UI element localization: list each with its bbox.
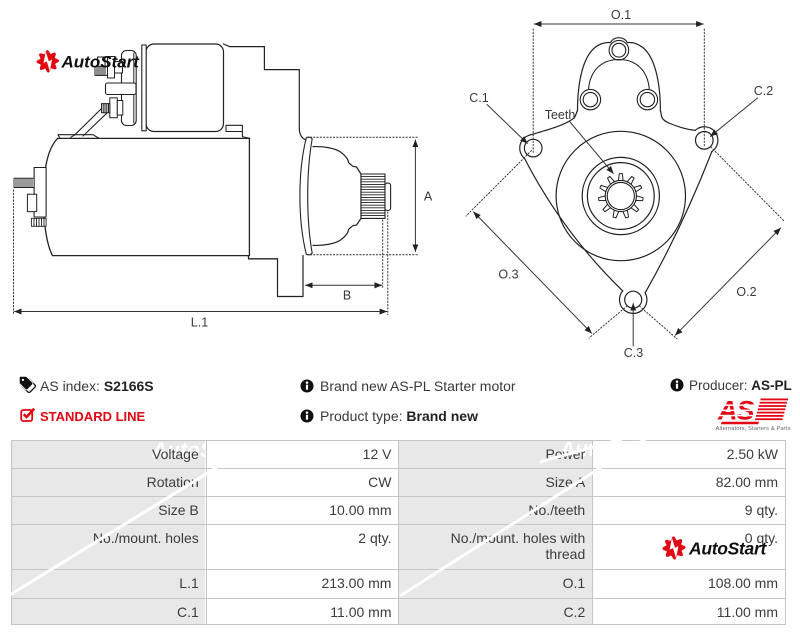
svg-text:L.1: L.1 <box>191 316 208 330</box>
svg-text:O.2: O.2 <box>736 285 756 299</box>
svg-text:O.1: O.1 <box>611 8 631 22</box>
svg-text:AutoStart: AutoStart <box>688 539 767 559</box>
svg-text:B: B <box>343 289 351 303</box>
svg-text:AS: AS <box>717 397 754 426</box>
svg-text:AutoStart: AutoStart <box>61 52 141 71</box>
svg-text:C.1: C.1 <box>469 91 489 105</box>
svg-text:A: A <box>424 190 433 204</box>
svg-text:Teeth: Teeth <box>545 108 576 122</box>
svg-text:C.3: C.3 <box>624 346 644 360</box>
svg-text:Alternators, Starters & Parts: Alternators, Starters & Parts <box>716 426 791 432</box>
svg-text:C.2: C.2 <box>754 84 774 98</box>
svg-text:O.3: O.3 <box>498 268 518 282</box>
